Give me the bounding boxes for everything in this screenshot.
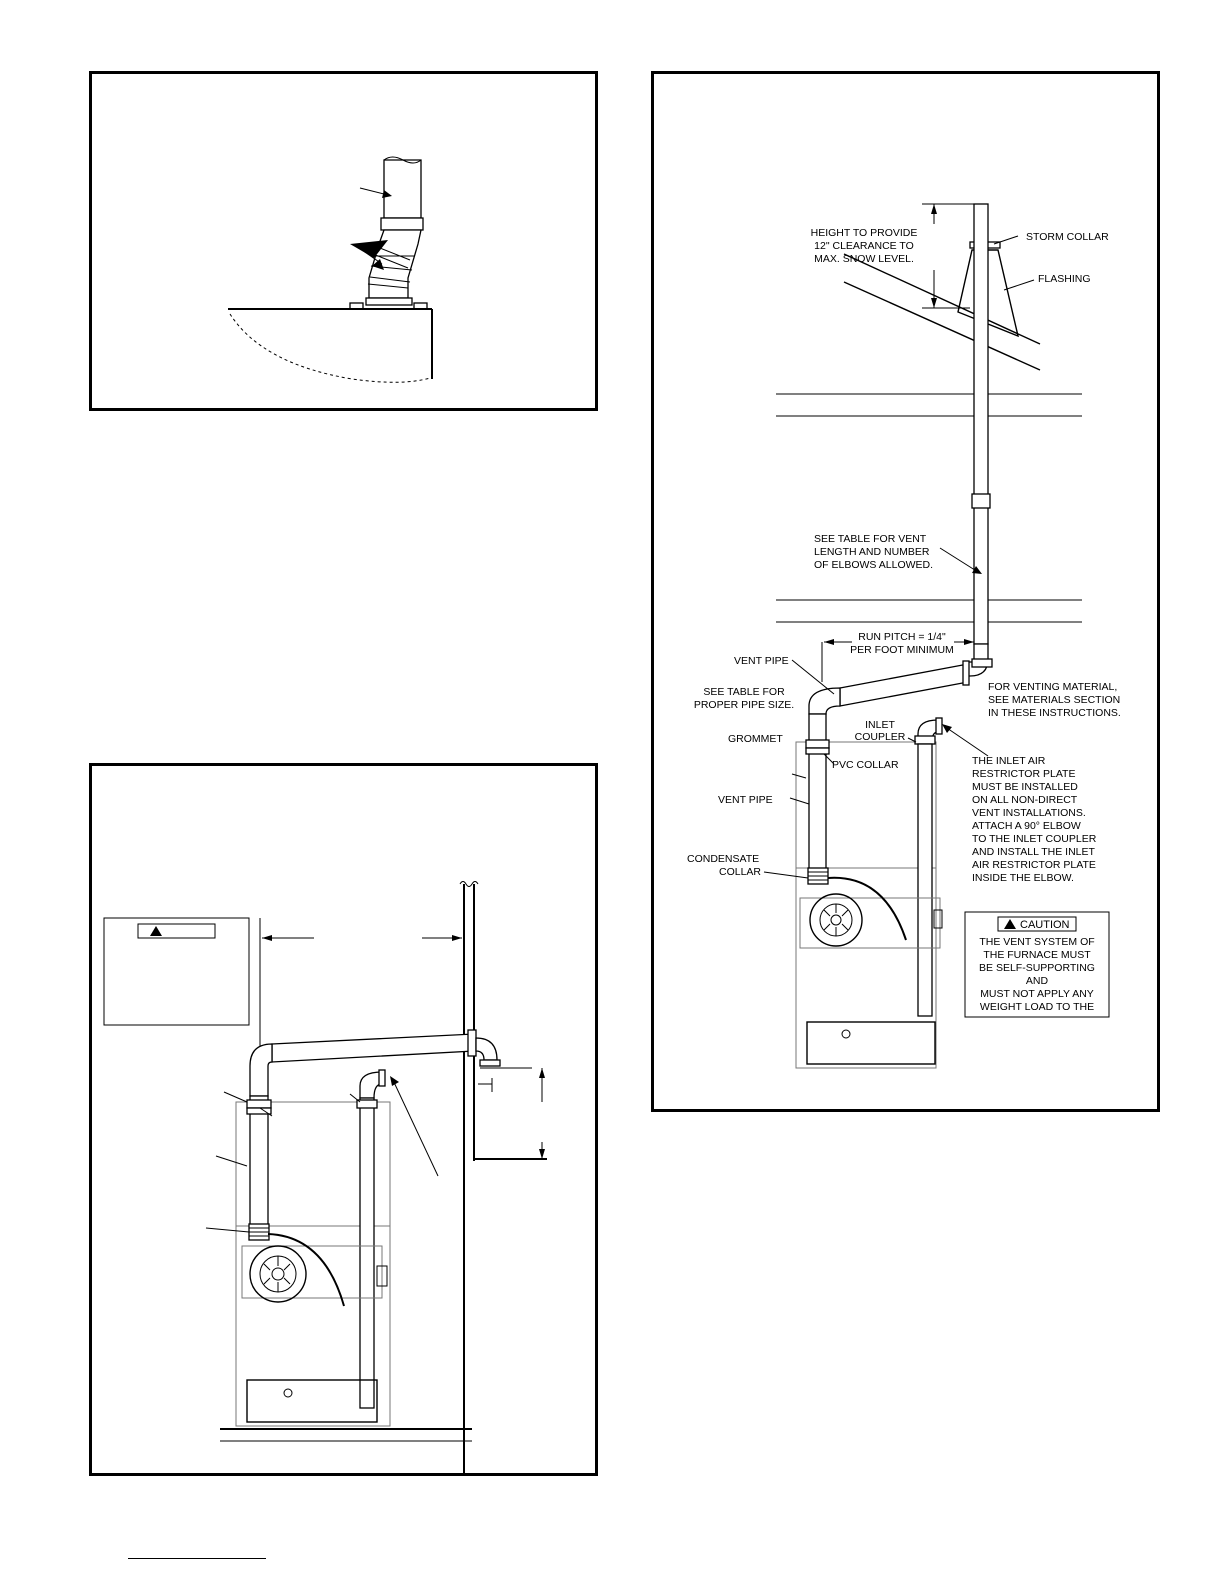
caution-line4: AND [1026,975,1049,987]
floor [220,1428,472,1442]
pipe-base-flange [349,297,428,310]
caution-title: CAUTION [1020,919,1070,931]
vent-elbow [249,1043,273,1097]
leader-lines-right [763,235,1035,879]
restrictor-note-line8: AND INSTALL THE INLET [972,846,1096,858]
restrictor-note-line2: RESTRICTOR PLATE [972,768,1075,780]
run-pitch-dimension [821,639,974,682]
restrictor-note-line3: MUST BE INSTALLED [972,781,1078,793]
roof-lines [843,253,1041,371]
restrictor-note-line1: THE INLET AIR [972,755,1046,767]
grommet-label: GROMMET [728,733,783,745]
venting-material-line3: IN THESE INSTRUCTIONS. [988,707,1121,719]
flashing-label: FLASHING [1038,273,1091,285]
vertical-vent-pipe [971,203,991,645]
flashing [957,249,1019,338]
horizontal-vent-pipe [271,1029,501,1067]
vent-pipe-mid-label: VENT PIPE [718,794,773,806]
vent-length-note-line2: LENGTH AND NUMBER [814,546,930,558]
lower-elbow [808,687,841,715]
height-dimension [922,203,974,309]
venting-material-line2: SEE MATERIALS SECTION [988,694,1120,706]
venting-material-line1: FOR VENTING MATERIAL, [988,681,1117,693]
caution-line6: WEIGHT LOAD TO THE [980,1001,1094,1013]
run-pitch-line1: RUN PITCH = 1/4" [858,631,946,643]
sloped-vent-pipe [839,663,969,707]
furnace-cabinet-right [795,741,937,1069]
furnace-cabinet [235,1101,391,1427]
burner-box [246,1379,378,1423]
condensate-collar-line2: COLLAR [719,866,761,878]
inlet-pipe-vertical [359,1097,375,1409]
restrictor-note-line4: ON ALL NON-DIRECT [972,794,1078,806]
floor-lines [776,393,1082,623]
vent-length-note-line3: OF ELBOWS ALLOWED. [814,559,933,571]
triangle-arrow-icon [350,240,388,258]
roof-deck [228,308,433,383]
vent-pipe-top-label: VENT PIPE [734,655,789,667]
caution-line1: THE VENT SYSTEM OF [979,936,1094,948]
burner-box-right [806,1021,936,1065]
vent-pipe-down [808,713,827,871]
restrictor-note-line5: VENT INSTALLATIONS. [972,807,1086,819]
vent-pipe-upper [383,156,422,219]
right-panel: HEIGHT TO PROVIDE 12" CLEARANCE TO MAX. … [651,71,1160,1112]
restrictor-note-line10: INSIDE THE ELBOW. [972,872,1074,884]
height-note-line1: HEIGHT TO PROVIDE [811,227,918,239]
leader-lines [205,1076,439,1233]
pointer-arrows [350,187,392,270]
footer-rule [128,1558,266,1559]
condensate-collar-line1: CONDENSATE [687,853,759,865]
inlet-coupler-line2: COUPLER [855,731,906,743]
warning-box [103,917,250,1026]
vertical-vent-diagram: HEIGHT TO PROVIDE 12" CLEARANCE TO MAX. … [687,203,1121,1069]
inlet-pipe-right [917,743,933,1017]
dimension-horizontal [259,918,462,1056]
inducer-blower [241,1233,388,1307]
side-wall [459,881,547,1474]
caution-line2: THE FURNACE MUST [983,949,1091,961]
restrictor-note-line7: TO THE INLET COUPLER [972,833,1097,845]
pipe-coupling [380,217,424,231]
inlet-coupler [914,735,936,745]
storm-collar-label: STORM COLLAR [1026,231,1109,243]
top-left-panel [89,71,598,411]
restrictor-note-line6: ATTACH A 90° ELBOW [972,820,1081,832]
sidewall-vent-diagram [103,881,547,1474]
bottom-left-panel [89,763,598,1476]
caution-line5: MUST NOT APPLY ANY [980,988,1094,1000]
run-pitch-line2: PER FOOT MINIMUM [850,644,954,656]
vent-pipe-vertical [249,1095,269,1227]
pvc-collar-label: PVC COLLAR [832,759,899,771]
pipe-size-note-line2: PROPER PIPE SIZE. [694,699,794,711]
dimension-vertical [478,1067,545,1159]
height-note-line2: 12" CLEARANCE TO [814,240,914,252]
caution-box: CAUTION THE VENT SYSTEM OF THE FURNACE M… [964,911,1110,1018]
inducer-blower-right [799,876,943,949]
vent-length-note-line1: SEE TABLE FOR VENT [814,533,927,545]
pipe-size-note-line1: SEE TABLE FOR [703,686,785,698]
roof-pipe-diagram [228,156,433,383]
height-note-line3: MAX. SNOW LEVEL. [814,253,914,265]
inlet-coupler-line1: INLET [865,719,895,731]
caution-triangle-icon [1004,919,1016,929]
restrictor-note-line9: AIR RESTRICTOR PLATE [972,859,1096,871]
warning-triangle-icon [150,926,162,936]
caution-line3: BE SELF-SUPPORTING [979,962,1095,974]
